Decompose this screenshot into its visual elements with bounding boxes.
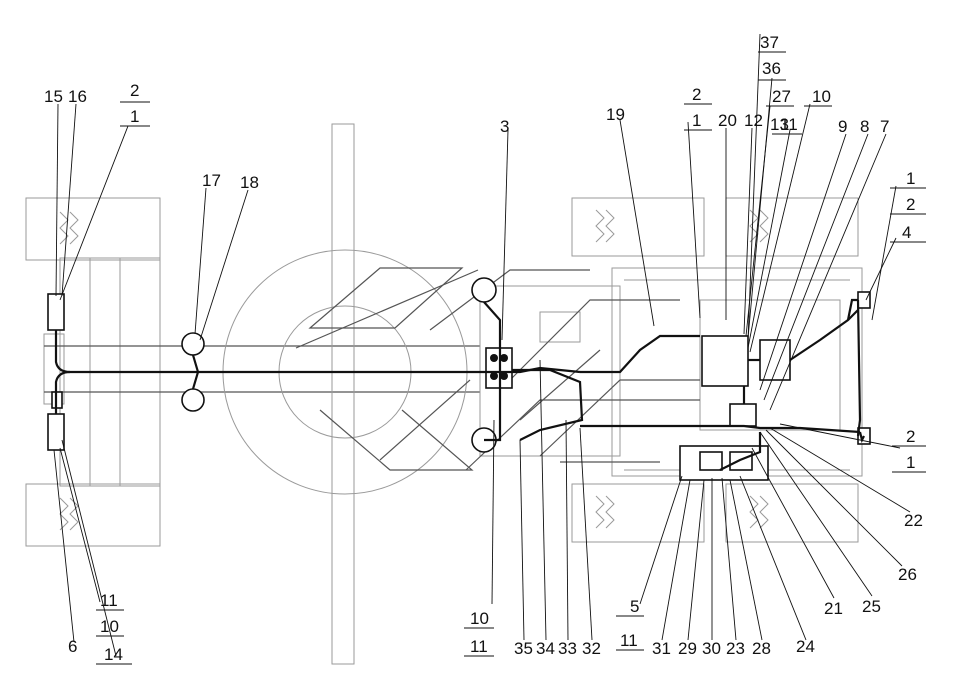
callout-28: 28: [752, 639, 771, 658]
gauge-icon: [490, 372, 498, 380]
callout-3: 3: [500, 117, 509, 136]
callout-33: 33: [558, 639, 577, 658]
label-underlines: [96, 51, 926, 665]
callout-4: 4: [902, 223, 911, 242]
callout-36: 36: [762, 59, 781, 78]
callout-11-rear: 11: [100, 591, 118, 610]
callout-2-rear: 2: [130, 81, 139, 100]
callout-2-right: 2: [906, 427, 915, 446]
front-wheel-bottom-left: [571, 483, 705, 543]
gauge-icon: [500, 354, 508, 362]
wiring-harness: [54, 298, 865, 471]
callout-5: 5: [630, 597, 639, 616]
vehicle-outline: [25, 123, 863, 665]
callout-30: 30: [702, 639, 721, 658]
rear-lamp-bottom: [47, 413, 65, 451]
callout-1-rear: 1: [130, 107, 139, 126]
battery-cell: [699, 451, 723, 471]
callout-22: 22: [904, 511, 923, 530]
callout-1-front: 1: [906, 169, 915, 188]
callout-10-center: 10: [470, 609, 489, 628]
callout-31: 31: [652, 639, 671, 658]
relay-block: [729, 403, 757, 427]
callout-18: 18: [240, 173, 259, 192]
callout-9: 9: [838, 117, 847, 136]
callout-16: 16: [68, 87, 87, 106]
gauge-icon: [500, 372, 508, 380]
callout-13: 13: [770, 115, 789, 134]
callout-10-cab: 10: [812, 87, 831, 106]
callout-25: 25: [862, 597, 881, 616]
callout-24: 24: [796, 637, 815, 656]
leader-lines: [53, 33, 911, 657]
callout-20: 20: [718, 111, 737, 130]
work-lamp-top: [181, 332, 205, 356]
callout-35: 35: [514, 639, 533, 658]
callout-37: 37: [760, 33, 779, 52]
callout-14: 14: [104, 645, 123, 664]
callout-6: 6: [68, 637, 77, 656]
callout-27: 27: [772, 87, 791, 106]
callout-23: 23: [726, 639, 745, 658]
callout-8: 8: [860, 117, 869, 136]
callout-7: 7: [880, 117, 889, 136]
rear-lamp-top: [47, 293, 65, 331]
callout-1-cab: 1: [692, 111, 701, 130]
callout-12: 12: [744, 111, 763, 130]
battery-box: [679, 445, 769, 481]
front-lamp-top: [857, 291, 871, 309]
callout-17: 17: [202, 171, 221, 190]
callout-11-cab: 11: [780, 115, 798, 134]
callout-2-front: 2: [906, 195, 915, 214]
work-lamp-bottom: [181, 388, 205, 412]
callout-21: 21: [824, 599, 843, 618]
callout-2-cab: 2: [692, 85, 701, 104]
front-wheel-top-left: [571, 197, 705, 257]
callout-1-right: 1: [906, 453, 915, 472]
callout-15: 15: [44, 87, 63, 106]
callout-29: 29: [678, 639, 697, 658]
callout-11-center: 11: [470, 637, 488, 656]
fuse-box: [701, 335, 749, 387]
callout-34: 34: [536, 639, 555, 658]
callout-labels: 15 16 2 1 17 18 3 19 2 1 20 12 13 37 36 …: [44, 33, 923, 664]
cab-lamp-top: [471, 277, 497, 303]
callout-26: 26: [898, 565, 917, 584]
battery-cell: [729, 451, 753, 471]
gauge-icon: [490, 354, 498, 362]
front-wheel-bottom-right: [725, 483, 859, 543]
rear-wheel-top: [25, 197, 161, 261]
rear-wheel-bottom: [25, 483, 161, 547]
callout-19: 19: [606, 105, 625, 124]
callout-10-rear: 10: [100, 617, 119, 636]
callout-32: 32: [582, 639, 601, 658]
callout-11-battery: 11: [620, 631, 638, 650]
